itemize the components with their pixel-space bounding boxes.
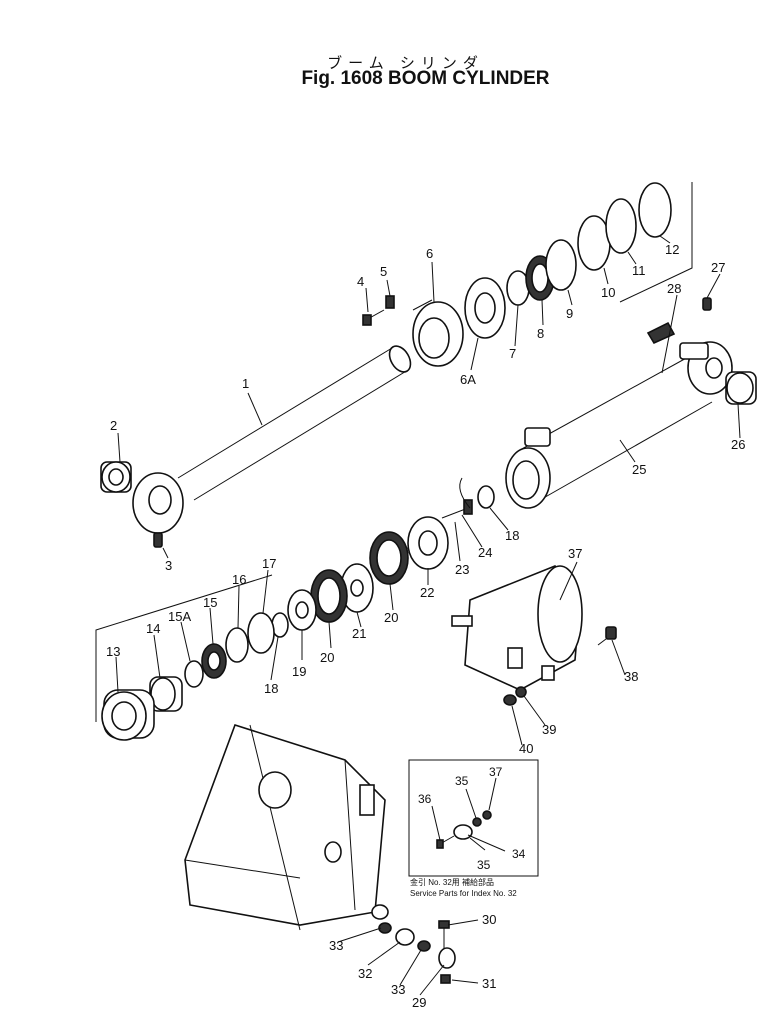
group-bracket-gland [95,574,273,722]
grease-fitting-3 [153,532,163,548]
washer-39 [515,686,527,698]
piston-22 [407,516,449,570]
service-parts-inset [408,759,539,877]
label-28: 28 [667,281,681,296]
label-19: 19 [292,664,306,679]
label-4: 4 [357,274,364,289]
nut-40 [503,694,517,706]
label-7: 7 [509,346,516,361]
label-2: 2 [110,418,117,433]
label-37: 37 [568,546,582,561]
label-31: 31 [482,976,496,991]
nut-31 [440,974,451,984]
label-17: 17 [262,556,276,571]
boom-bracket-frame [184,724,389,931]
gland-13 [101,689,155,741]
plate-28 [646,321,676,345]
label-33-lower: 33 [391,982,405,997]
label-37-inset: 37 [489,765,503,779]
label-10: 10 [601,285,615,300]
flange-6a [464,277,506,339]
ring-10 [577,215,611,271]
label-39: 39 [542,722,556,737]
ring-11 [605,198,637,254]
washer-33-lower [417,940,431,952]
washer-5 [385,295,395,309]
ring-15a [184,660,204,688]
title-japanese: ブーム シリンダ [327,55,484,72]
label-13: 13 [106,644,120,659]
cylinder-tube [505,341,733,509]
inset-parts [436,810,492,849]
label-5: 5 [380,264,387,279]
part-labels: 1 2 3 4 5 6 6A 7 8 9 10 11 12 13 14 15 1… [106,242,745,1010]
label-33-upper: 33 [329,938,343,953]
label-20-lower: 20 [320,650,334,665]
label-35-lower: 35 [477,858,491,872]
label-6a: 6A [460,372,476,387]
bushing-32 [395,928,415,946]
label-32: 32 [358,966,372,981]
label-18-upper: 18 [505,528,519,543]
figure-title: Fig. 1608 BOOM CYLINDER [301,68,550,89]
cover-37 [451,565,583,691]
leader-lines [115,235,741,996]
bushing-2 [100,461,132,493]
group-bracket-seals [619,182,693,303]
label-15a: 15A [168,609,191,624]
label-1: 1 [242,376,249,391]
washer-33-upper [378,922,392,934]
label-12: 12 [665,242,679,257]
ring-16 [225,627,249,663]
plate-29 [438,947,456,969]
bolt-23 [441,499,473,519]
label-38: 38 [624,669,638,684]
cylinder-head-6 [412,299,464,367]
piston-rod [132,345,412,534]
label-27: 27 [711,260,725,275]
bushing-26 [725,371,757,405]
label-35-upper: 35 [455,774,469,788]
label-16: 16 [232,572,246,587]
label-6: 6 [426,246,433,261]
label-26: 26 [731,437,745,452]
label-21: 21 [352,626,366,641]
label-29: 29 [412,995,426,1010]
label-14: 14 [146,621,160,636]
label-11: 11 [632,263,646,278]
piston-ring-20-upper [369,531,409,585]
label-22: 22 [420,585,434,600]
label-36: 36 [418,792,432,806]
label-18-lower: 18 [264,681,278,696]
washer-19 [287,589,317,631]
label-3: 3 [165,558,172,573]
label-23: 23 [455,562,469,577]
label-40: 40 [519,741,533,756]
ring-9 [545,239,577,291]
ring-12 [638,182,672,238]
label-25: 25 [632,462,646,477]
label-24: 24 [478,545,492,560]
grease-fitting-27 [702,297,712,311]
label-20-upper: 20 [384,610,398,625]
label-30: 30 [482,912,496,927]
inset-note-english: Service Parts for Index No. 32 [410,889,517,898]
bolt-4 [362,309,385,326]
inset-note-japanese: 金引 No. 32用 補給部品 [410,877,494,887]
label-15: 15 [203,595,217,610]
label-34: 34 [512,847,526,861]
bushing-14 [149,676,183,712]
ring-18-upper [477,485,495,509]
seal-15 [201,643,227,679]
ring-17 [247,612,275,654]
bolt-38 [597,626,617,646]
label-9: 9 [566,306,573,321]
label-8: 8 [537,326,544,341]
